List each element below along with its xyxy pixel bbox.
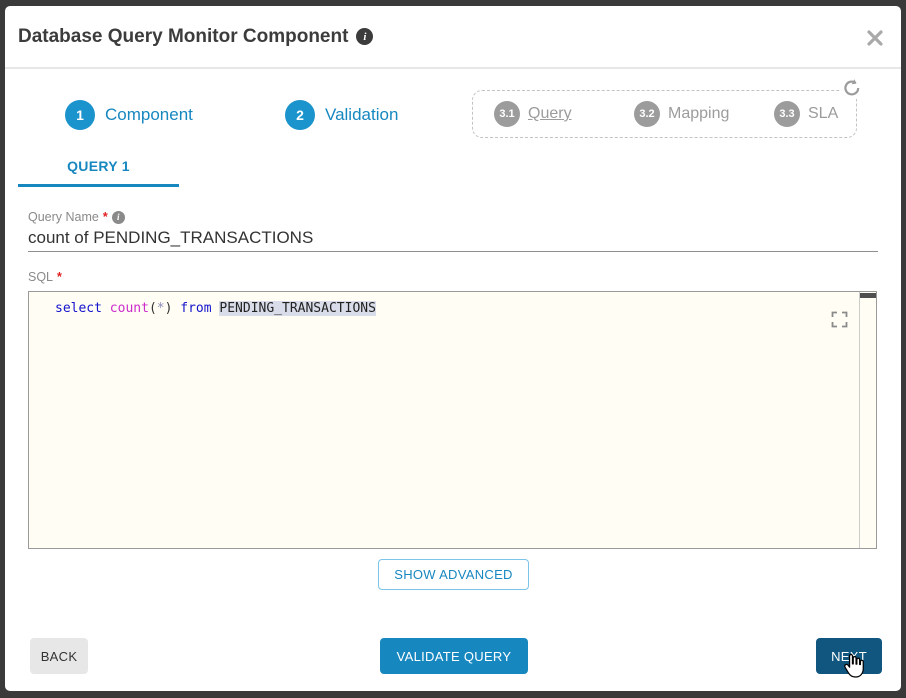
editor-scrollbar-thumb[interactable] xyxy=(860,293,876,298)
sql-keyword-select: select xyxy=(55,301,110,316)
sql-required-asterisk: * xyxy=(57,270,62,284)
dialog: Database Query Monitor Component i 1 Com… xyxy=(5,6,901,691)
step-3-2-circle: 3.2 xyxy=(634,101,660,127)
sql-editor[interactable]: select count(*) from PENDING_TRANSACTION… xyxy=(28,291,877,549)
step-3-3-label: SLA xyxy=(808,105,839,122)
sql-star: * xyxy=(156,301,165,316)
query-name-input[interactable] xyxy=(28,225,878,252)
query-name-info-icon[interactable]: i xyxy=(111,210,125,224)
show-advanced-button[interactable]: SHOW ADVANCED xyxy=(378,559,529,590)
query-name-label: Query Name xyxy=(28,210,99,224)
sql-label: SQL xyxy=(28,270,54,284)
sql-paren-close: ) xyxy=(164,301,181,316)
dialog-title: Database Query Monitor Component xyxy=(18,25,349,47)
step-3-1-circle: 3.1 xyxy=(494,101,520,127)
validate-query-button[interactable]: VALIDATE QUERY xyxy=(380,638,528,674)
substep-sla[interactable]: 3.3 SLA xyxy=(774,101,838,127)
sql-function-count: count xyxy=(109,301,149,316)
required-asterisk: * xyxy=(102,210,108,224)
substep-query[interactable]: 3.1 Query xyxy=(494,101,572,127)
sql-table-name: PENDING_TRANSACTIONS xyxy=(219,301,376,316)
step-2-circle: 2 xyxy=(285,100,315,130)
header-divider xyxy=(5,67,901,69)
tab-query-1-label: QUERY 1 xyxy=(67,158,130,174)
step-1-circle: 1 xyxy=(65,100,95,130)
sql-code-line: select count(*) from PENDING_TRANSACTION… xyxy=(55,301,376,316)
sql-keyword-from: from xyxy=(180,301,220,316)
step-component[interactable]: 1 Component xyxy=(65,100,193,130)
fullscreen-icon[interactable] xyxy=(831,311,848,328)
step-1-label: Component xyxy=(105,105,193,124)
tab-query-1[interactable]: QUERY 1 xyxy=(18,149,179,187)
sql-paren-open: ( xyxy=(148,301,157,316)
refresh-icon[interactable] xyxy=(841,77,863,99)
step-2-label: Validation xyxy=(325,105,399,124)
step-3-2-label: Mapping xyxy=(668,105,730,122)
editor-scrollbar[interactable] xyxy=(859,292,876,548)
dialog-title-row: Database Query Monitor Component i xyxy=(18,6,374,67)
tab-active-indicator xyxy=(18,184,179,187)
step-3-1-label: Query xyxy=(528,105,572,122)
substep-mapping[interactable]: 3.2 Mapping xyxy=(634,101,729,127)
substep-group: 3.1 Query 3.2 Mapping 3.3 SLA xyxy=(472,90,857,138)
close-icon[interactable] xyxy=(867,30,883,46)
next-button[interactable]: NEXT xyxy=(816,638,882,674)
step-3-3-circle: 3.3 xyxy=(774,101,800,127)
step-validation[interactable]: 2 Validation xyxy=(285,100,398,130)
back-button[interactable]: BACK xyxy=(30,638,88,674)
query-name-label-row: Query Name* i xyxy=(28,210,125,224)
info-icon[interactable]: i xyxy=(356,28,374,45)
sql-label-row: SQL* xyxy=(28,270,62,284)
